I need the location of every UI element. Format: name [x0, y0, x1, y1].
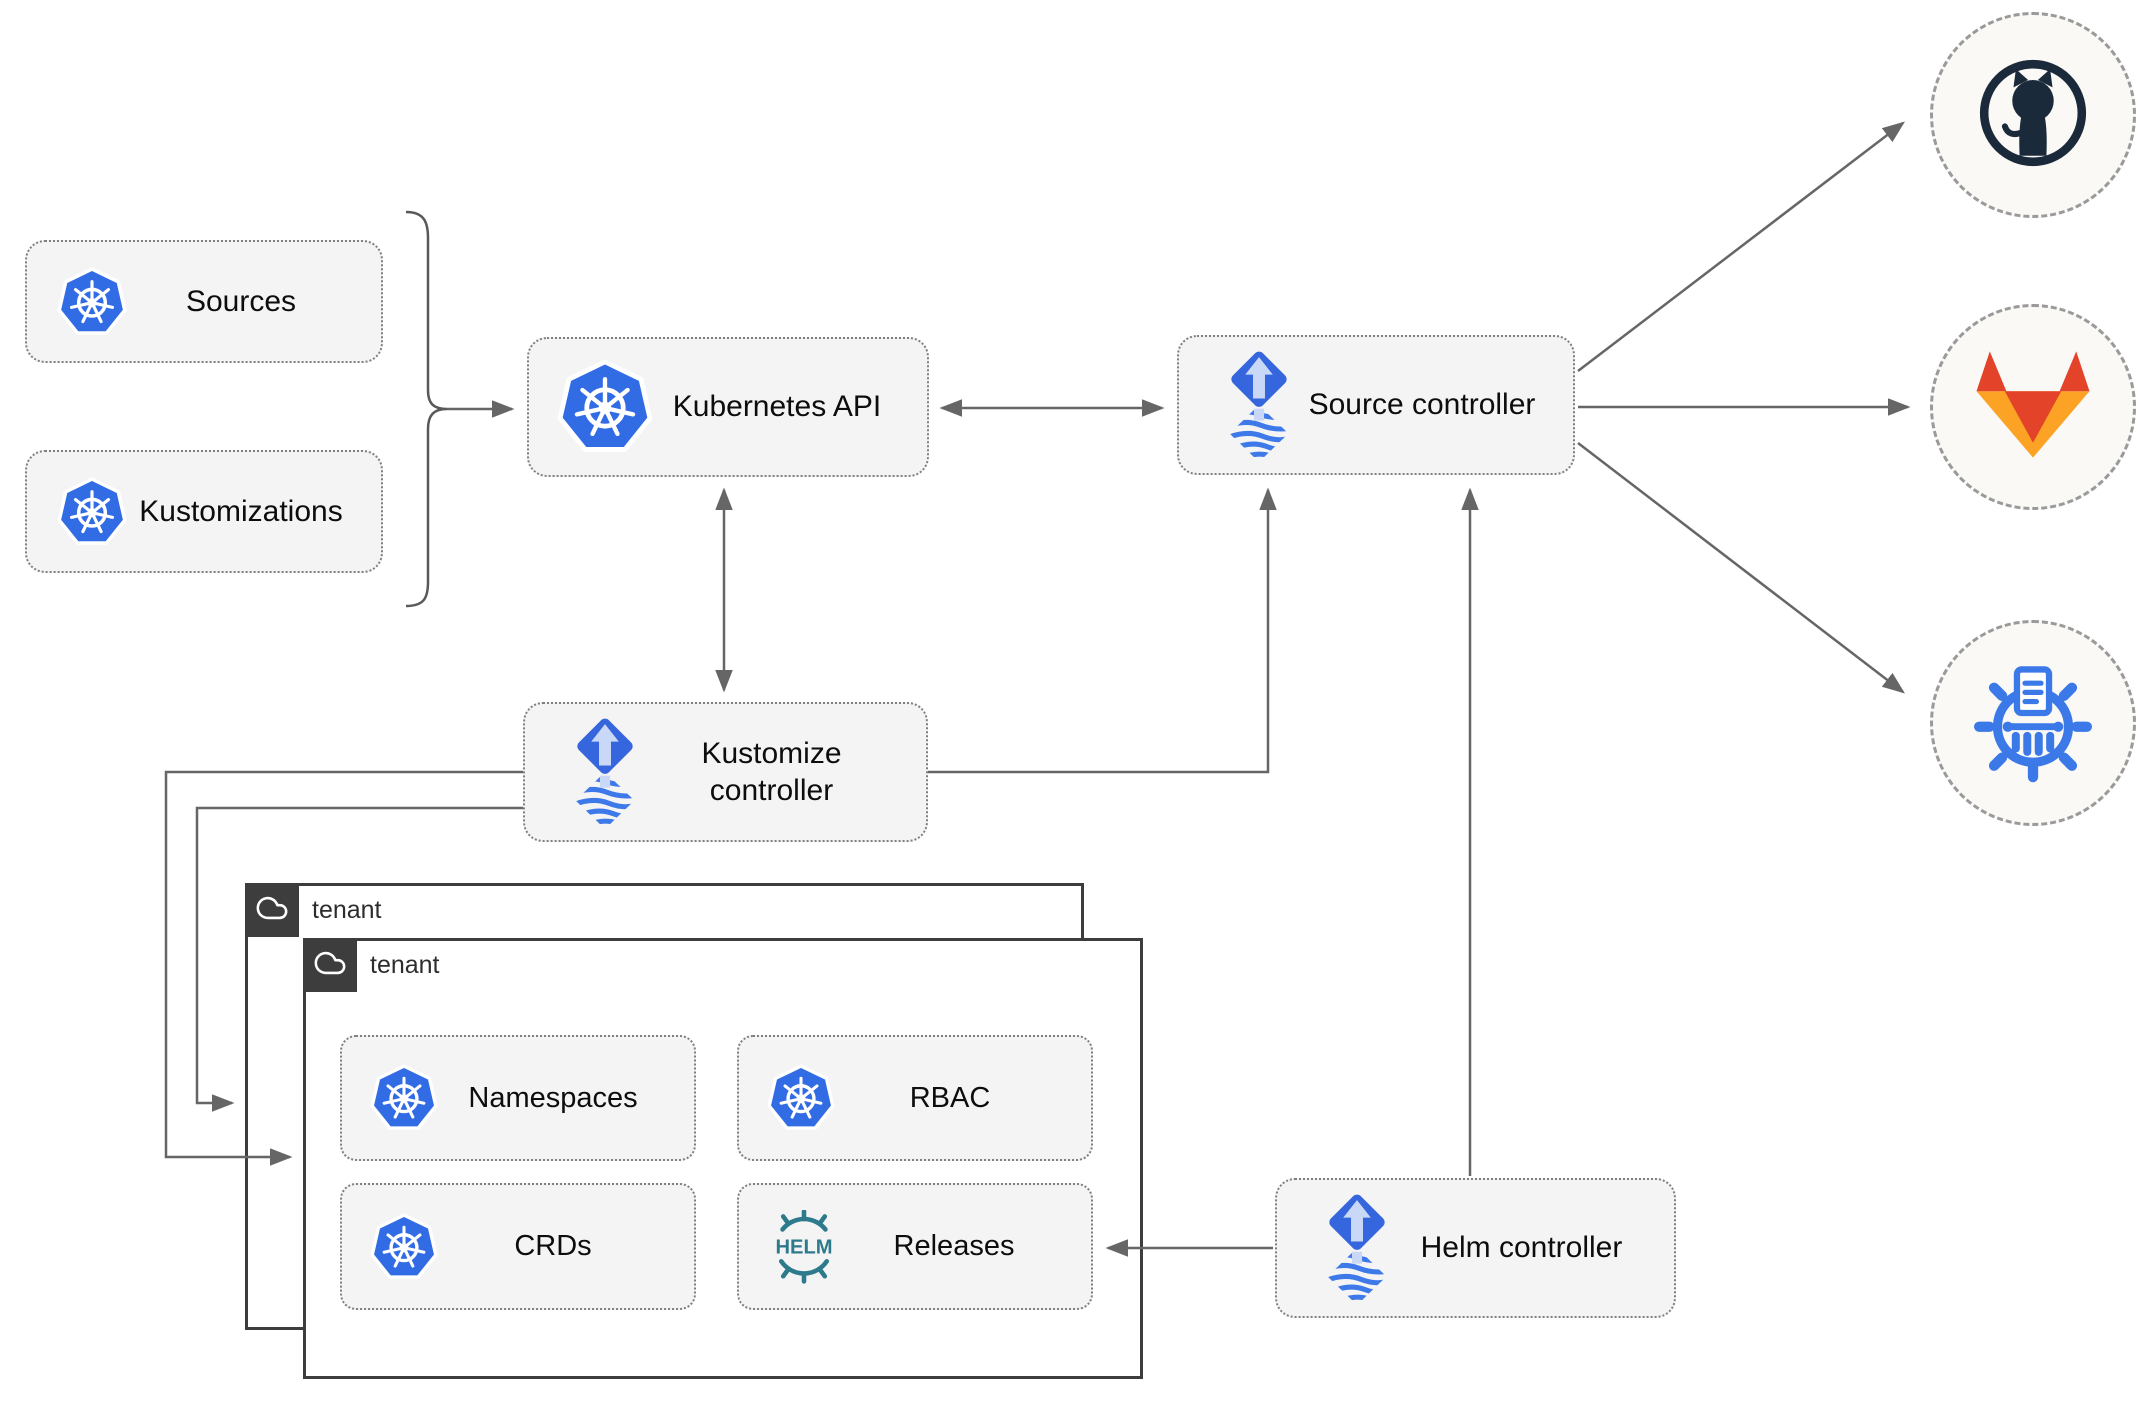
node-kustomizations: Kustomizations [25, 450, 383, 573]
kubernetes-icon [57, 476, 127, 547]
arrow-kustomize-to-source-controller [928, 487, 1277, 774]
node-helm-controller-label: Helm controller [1420, 1231, 1623, 1265]
github-node [1930, 12, 2136, 218]
node-kustomize-controller-label: Kustomize controller [701, 736, 842, 808]
node-crds-label: CRDs [514, 1230, 592, 1263]
tenant-front-header [303, 938, 357, 992]
brace-sources-group [405, 210, 448, 608]
node-namespaces: Namespaces [340, 1035, 696, 1161]
kubernetes-icon [370, 1064, 438, 1132]
kubernetes-icon [370, 1212, 438, 1281]
node-kustomizations-label: Kustomizations [139, 494, 343, 528]
node-crds: CRDs [340, 1183, 696, 1310]
node-namespaces-label: Namespaces [468, 1081, 638, 1114]
node-rbac-label: RBAC [909, 1081, 991, 1114]
node-releases: HELM Releases [737, 1183, 1093, 1310]
flux-icon [1311, 1189, 1403, 1307]
node-kubernetes-api-label: Kubernetes API [672, 390, 882, 424]
helm-icon: HELM [765, 1209, 843, 1284]
node-source-controller-label: Source controller [1308, 388, 1536, 422]
node-kubernetes-api: Kubernetes API [527, 337, 929, 477]
arrow-source-to-github [1577, 121, 1905, 372]
github-icon [1972, 52, 2094, 179]
gitlab-icon [1973, 348, 2093, 466]
gitlab-node [1930, 304, 2136, 510]
tenant-front-label: tenant [370, 950, 440, 979]
tenant-back-header [245, 883, 299, 937]
node-sources-label: Sources [185, 284, 297, 318]
kubernetes-icon [767, 1064, 835, 1132]
kubernetes-icon [557, 359, 653, 455]
node-releases-label: Releases [893, 1230, 1015, 1263]
cloud-icon [255, 891, 289, 930]
node-sources: Sources [25, 240, 383, 363]
node-rbac: RBAC [737, 1035, 1093, 1161]
cloud-icon [313, 946, 347, 985]
node-helm-controller: Helm controller [1275, 1178, 1676, 1318]
flux-icon [559, 713, 651, 831]
node-kustomize-controller: Kustomize controller [523, 702, 928, 842]
tenant-back-label: tenant [312, 895, 382, 924]
node-source-controller: Source controller [1177, 335, 1575, 475]
arrow-source-to-helm-repository [1577, 442, 1905, 694]
helm-repository-icon [1970, 658, 2096, 789]
flux-icon [1213, 346, 1305, 464]
kubernetes-icon [57, 266, 127, 337]
helm-repository-node [1930, 620, 2136, 826]
svg-text:HELM: HELM [775, 1236, 832, 1258]
